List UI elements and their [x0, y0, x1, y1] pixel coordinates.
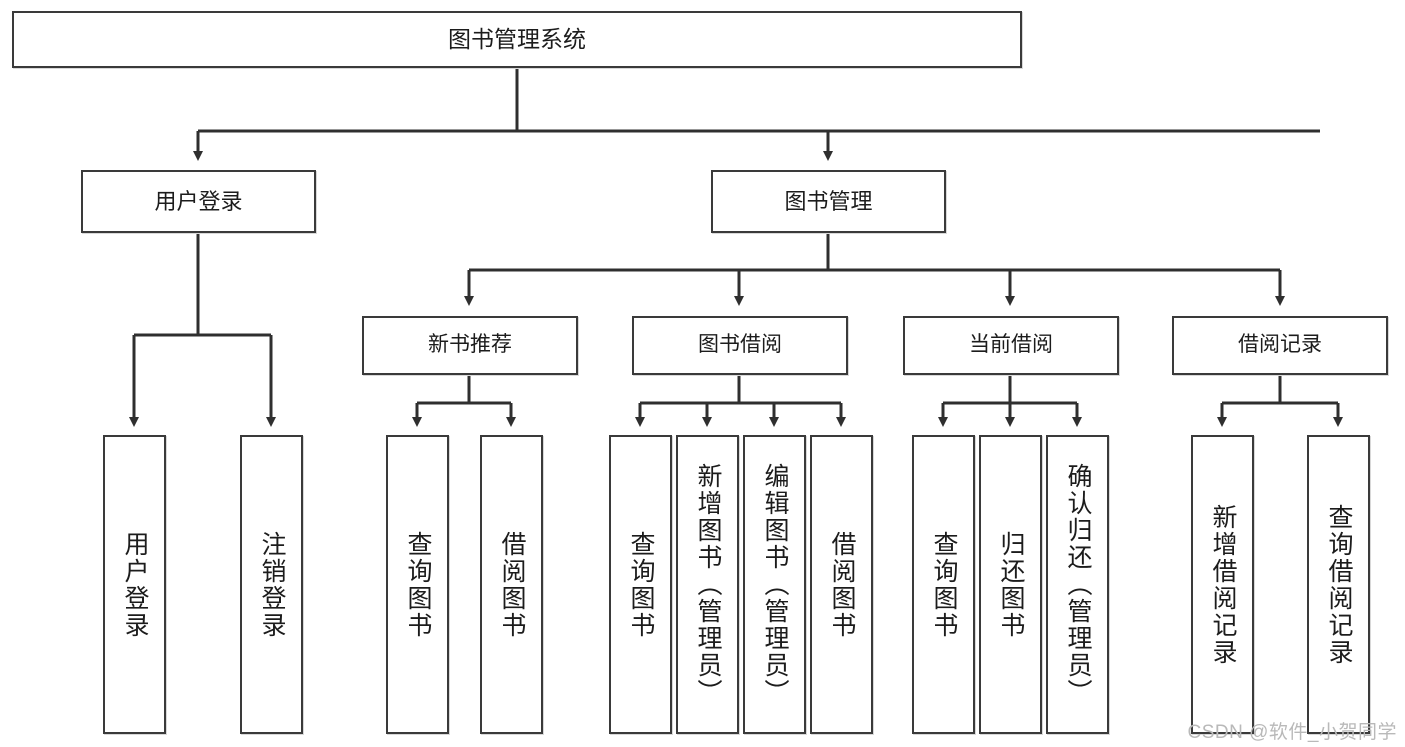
node-label: 用户登录 — [121, 530, 149, 639]
node-label: 查询图书 — [930, 530, 958, 639]
node-book-management-system[interactable]: 图书管理系统 — [12, 11, 1022, 68]
node-label: 借阅图书 — [498, 530, 526, 639]
node-label: 图书管理系统 — [448, 26, 586, 53]
node-user-login[interactable]: 用户登录 — [81, 170, 316, 233]
node-label: 借阅图书 — [828, 530, 856, 639]
node-new-book-recommend[interactable]: 新书推荐 — [362, 316, 578, 375]
node-label: 图书借阅 — [698, 333, 782, 357]
leaf-user-login[interactable]: 用户登录 — [103, 435, 166, 734]
node-label: 查询借阅记录 — [1325, 503, 1353, 666]
node-label: 注销登录 — [258, 530, 286, 639]
node-current-borrow[interactable]: 当前借阅 — [903, 316, 1119, 375]
node-label: 查询图书 — [627, 530, 655, 639]
node-label: 查询图书 — [404, 530, 432, 639]
leaf-borrow-book[interactable]: 借阅图书 — [810, 435, 873, 734]
leaf-edit-book-admin[interactable]: 编辑图书（管理员） — [743, 435, 806, 734]
node-borrow-record[interactable]: 借阅记录 — [1172, 316, 1388, 375]
node-label: 确认归还（管理员） — [1064, 463, 1092, 706]
leaf-query-book-borrow[interactable]: 查询图书 — [609, 435, 672, 734]
node-book-borrow[interactable]: 图书借阅 — [632, 316, 848, 375]
node-label: 归还图书 — [997, 530, 1025, 639]
node-label: 新增借阅记录 — [1209, 503, 1237, 666]
node-label: 图书管理 — [784, 188, 873, 214]
node-label: 借阅记录 — [1238, 333, 1322, 357]
node-label: 用户登录 — [154, 188, 243, 214]
leaf-query-borrow-record[interactable]: 查询借阅记录 — [1307, 435, 1370, 734]
node-label: 新书推荐 — [428, 333, 512, 357]
leaf-query-book-current[interactable]: 查询图书 — [912, 435, 975, 734]
leaf-borrow-book-recommend[interactable]: 借阅图书 — [480, 435, 543, 734]
node-book-management[interactable]: 图书管理 — [711, 170, 946, 233]
leaf-confirm-return-admin[interactable]: 确认归还（管理员） — [1046, 435, 1109, 734]
leaf-add-book-admin[interactable]: 新增图书（管理员） — [676, 435, 739, 734]
node-label: 新增图书（管理员） — [694, 463, 722, 706]
leaf-return-book[interactable]: 归还图书 — [979, 435, 1042, 734]
node-label: 编辑图书（管理员） — [761, 463, 789, 706]
watermark: CSDN @软件_小贺同学 — [1187, 722, 1397, 743]
leaf-query-book-recommend[interactable]: 查询图书 — [386, 435, 449, 734]
leaf-logout-login[interactable]: 注销登录 — [240, 435, 303, 734]
leaf-add-borrow-record[interactable]: 新增借阅记录 — [1191, 435, 1254, 734]
node-label: 当前借阅 — [969, 333, 1053, 357]
